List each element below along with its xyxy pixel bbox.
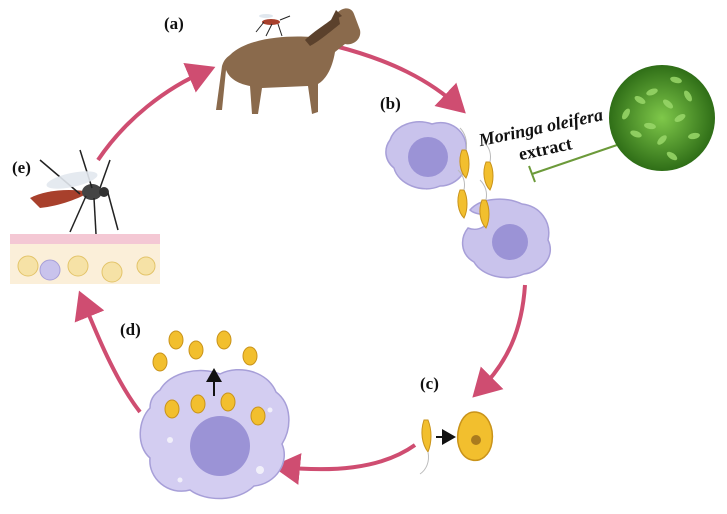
stage-label-b: (b) — [380, 94, 401, 113]
arrow-e-to-a — [96, 62, 216, 162]
arrow-a-to-b — [334, 44, 466, 114]
promastigote-icon — [457, 127, 494, 229]
amastigote-icon — [152, 330, 266, 426]
stage-label-a: (a) — [164, 14, 184, 33]
moringa-leaves-icon — [609, 65, 715, 171]
stage-label-e: (e) — [12, 158, 31, 177]
macrophage-icon — [461, 198, 551, 279]
stage-label-c: (c) — [420, 374, 439, 393]
mosquito-icon — [255, 14, 291, 37]
promastigote-icon — [419, 419, 432, 475]
amastigote-icon — [456, 411, 494, 462]
arrow-d-to-e — [74, 290, 142, 414]
arrow-c-to-d — [272, 443, 417, 485]
macrophage-icon — [139, 369, 290, 500]
inhibition-line — [531, 143, 621, 175]
mosquito-icon — [30, 149, 119, 235]
arrow-b-to-c — [472, 284, 527, 398]
stage-label-d: (d) — [120, 320, 141, 339]
macrophage-icon — [385, 121, 469, 190]
horse-icon — [216, 8, 361, 115]
skin-section-icon — [10, 234, 160, 284]
